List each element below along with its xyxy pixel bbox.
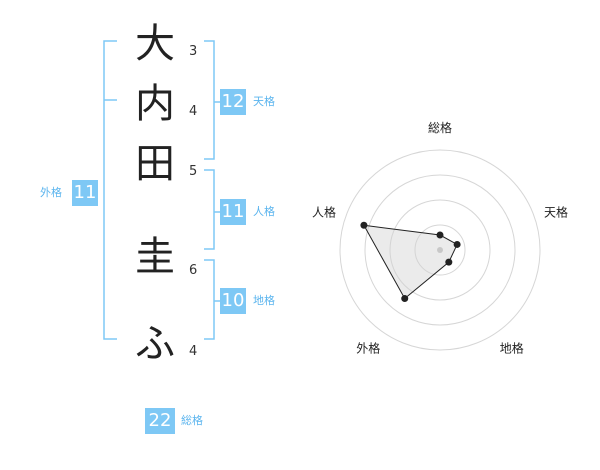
radar-point-3 (445, 258, 453, 266)
radar-axis-label-2: 天格 (544, 204, 568, 219)
jinkaku-value: 11 (220, 199, 246, 225)
stroke-count-5: 4 (189, 344, 198, 359)
name-char-4: 圭 (135, 234, 175, 280)
stroke-count-3: 5 (189, 164, 198, 179)
bracket-gaikaku (103, 40, 117, 340)
name-char-3: 田 (135, 141, 175, 187)
radar-point-4 (401, 295, 409, 303)
radar-ring-3 (364, 174, 516, 326)
radar-axis-label-4: 外格 (356, 341, 380, 356)
chikaku-value: 10 (220, 288, 246, 314)
jinkaku-label: 人格 (253, 205, 275, 218)
soukaku-label: 総格 (181, 414, 203, 427)
tenkaku-label: 天格 (253, 95, 275, 108)
radar-ring-4 (339, 149, 541, 351)
radar-point-2 (453, 240, 461, 248)
radar-ring-1 (414, 224, 466, 276)
gaikaku-value: 11 (72, 180, 98, 206)
tenkaku-value: 12 (220, 89, 246, 115)
soukaku-value: 22 (145, 408, 175, 434)
radar-axis-label-1: 総格 (428, 120, 452, 135)
bracket-chikaku (204, 259, 215, 340)
radar-ring-2 (389, 199, 491, 301)
radar-point-5 (360, 221, 368, 229)
gaikaku-label: 外格 (40, 186, 62, 199)
radar-center (437, 247, 443, 253)
chikaku-label: 地格 (253, 294, 275, 307)
stroke-count-2: 4 (189, 104, 198, 119)
name-char-2: 内 (135, 81, 175, 127)
name-char-1: 大 (135, 21, 175, 67)
radar-axis-label-3: 地格 (500, 341, 524, 356)
radar-point-1 (436, 231, 444, 239)
stroke-count-1: 3 (189, 44, 198, 59)
bracket-tenkaku (204, 40, 215, 160)
radar-axis-label-5: 人格 (312, 204, 336, 219)
bracket-jinkaku (204, 169, 215, 250)
stroke-count-4: 6 (189, 263, 198, 278)
name-char-5: ふ (135, 321, 175, 367)
